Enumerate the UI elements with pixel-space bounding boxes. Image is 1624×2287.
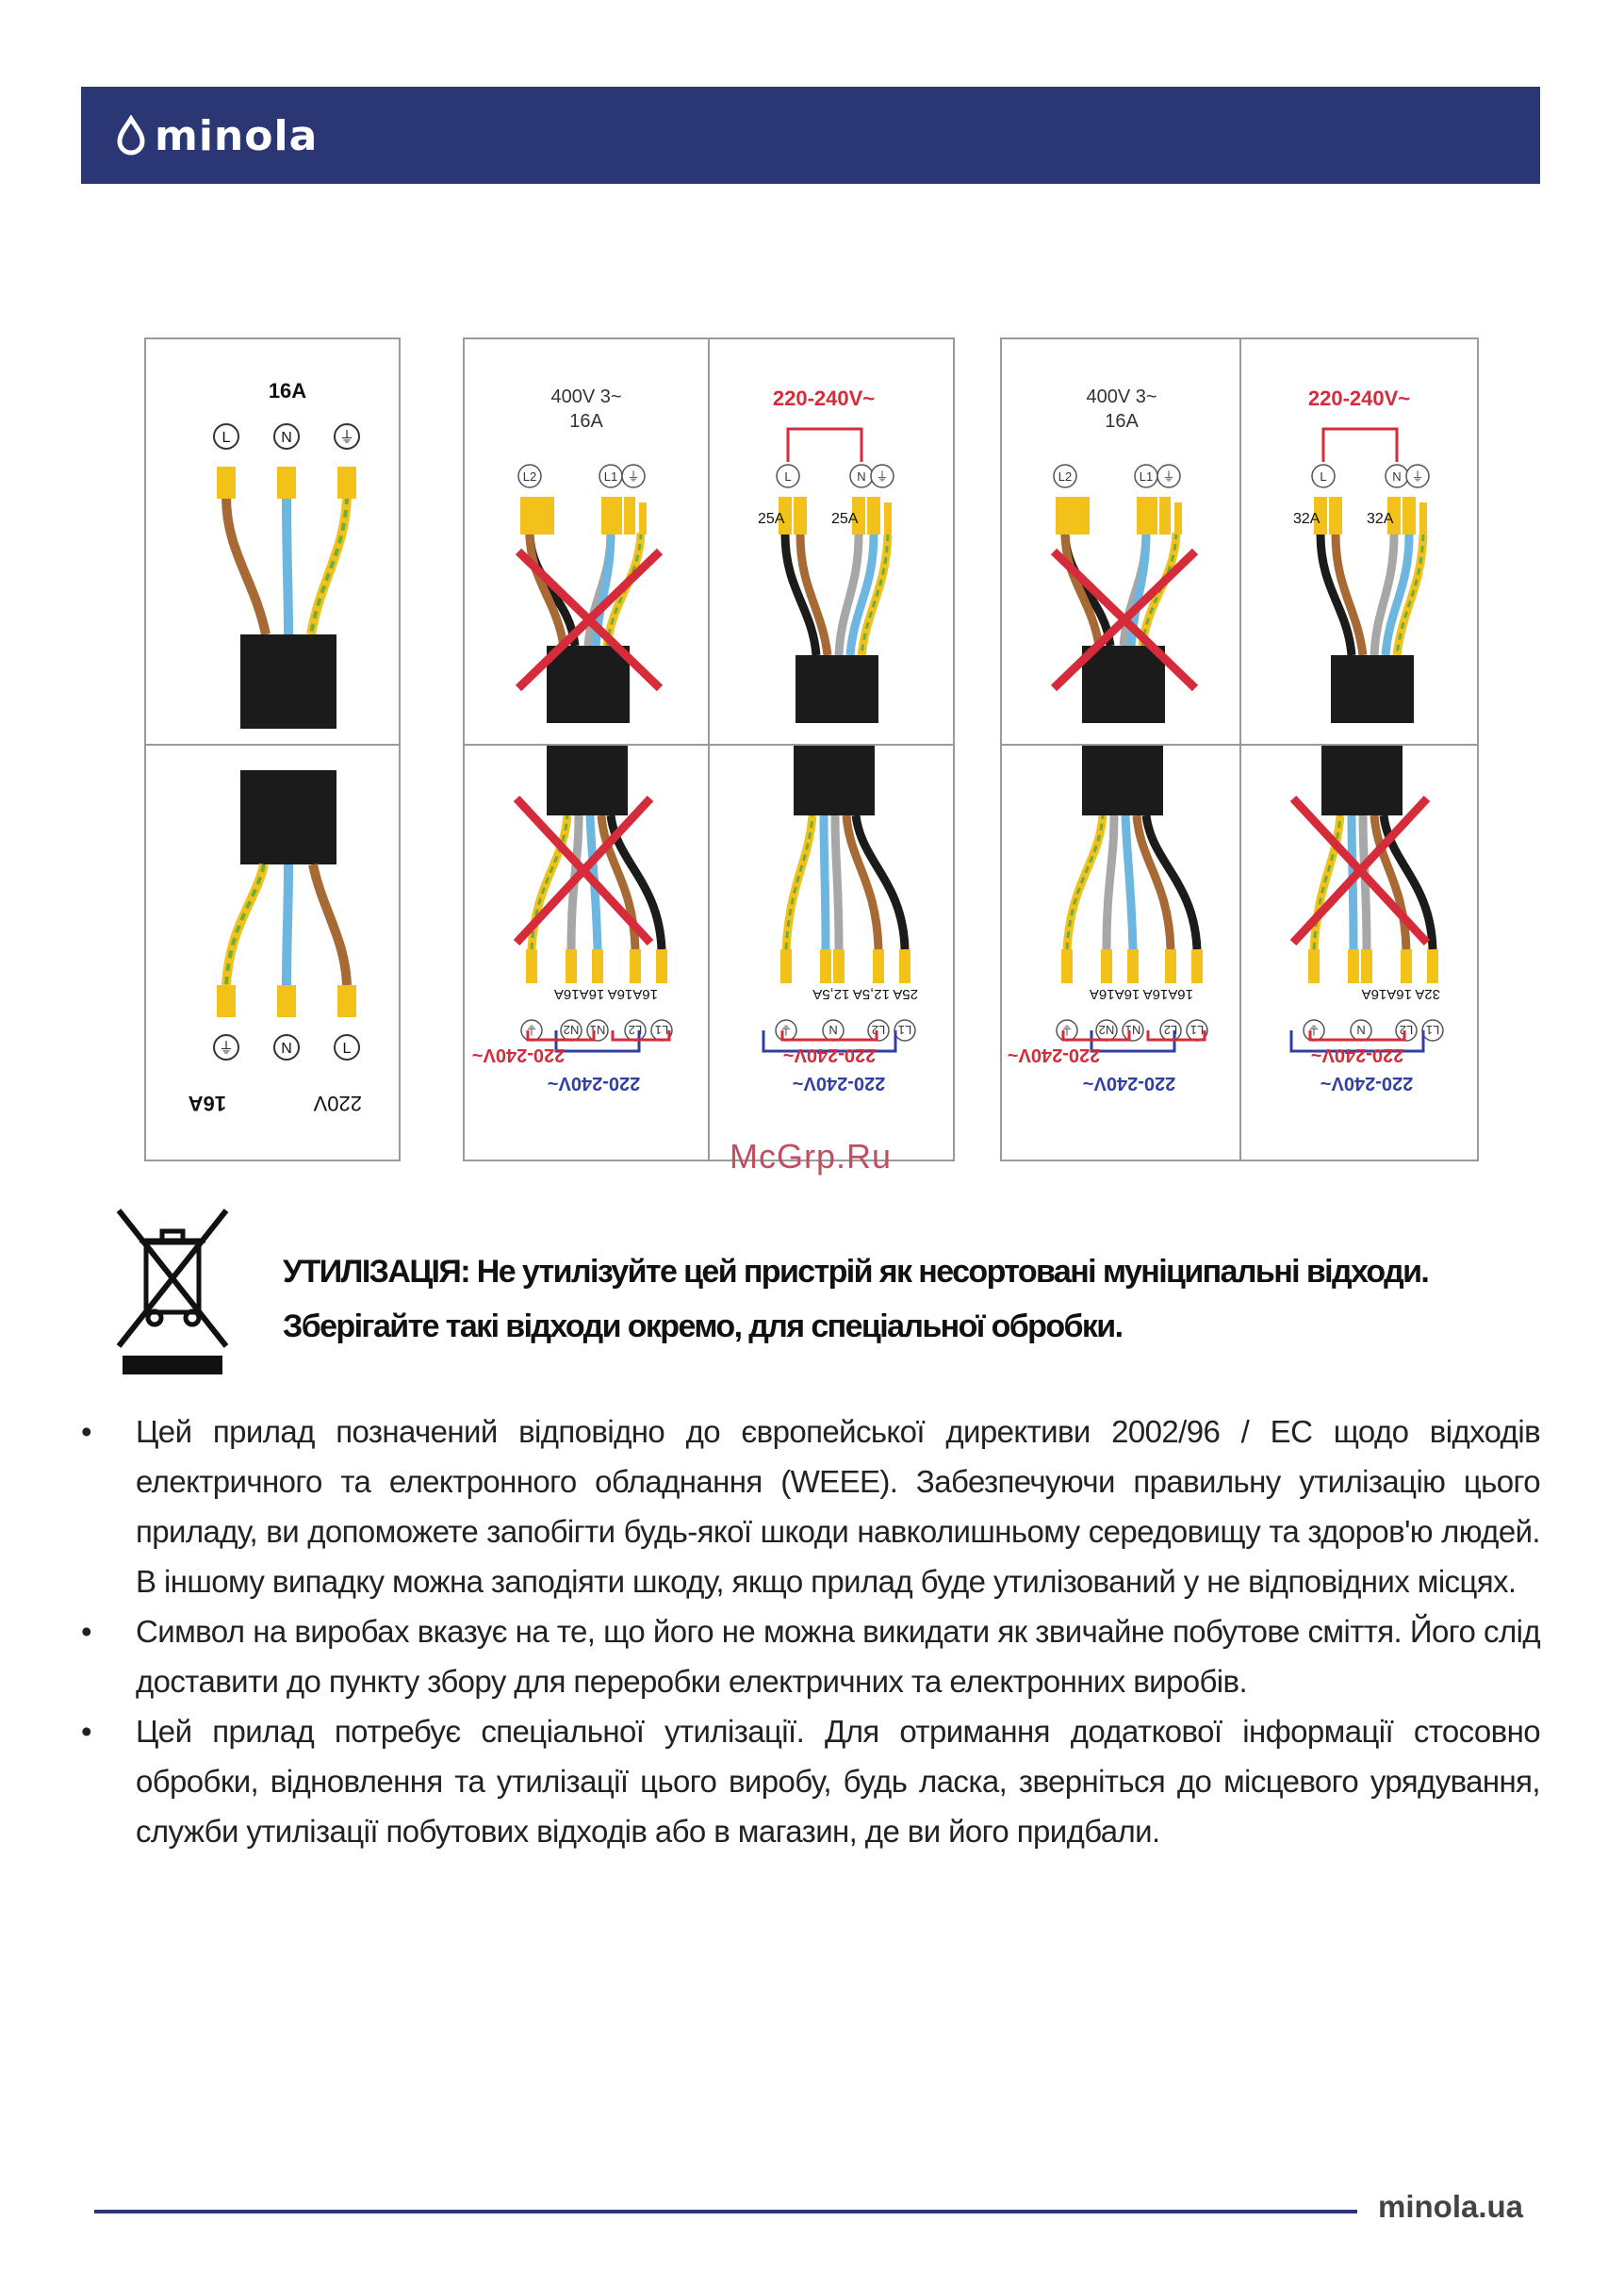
p2-tl-term-3: ⏚ bbox=[627, 469, 639, 484]
p2-bl-brackets: 220-240V~ 220-240V~ bbox=[472, 1030, 671, 1094]
p3-tl-voltage: 400V 3~ bbox=[1086, 387, 1156, 407]
p2-tl-wiring bbox=[515, 497, 664, 723]
p2-br-amps: 25A 12,5A 12,5A bbox=[812, 986, 918, 1002]
bullet-text-3: Цей прилад потребує спеціальної утилізац… bbox=[136, 1714, 1541, 1849]
panel1-term-bot-2: N bbox=[281, 1041, 292, 1057]
p3-tr-amp-1: 32A bbox=[1293, 511, 1321, 527]
footer-rule bbox=[94, 2210, 1357, 2213]
p3-tl-term-2: L1 bbox=[1140, 469, 1153, 484]
panel1-top-label: 16A bbox=[269, 379, 306, 403]
p3-tl-amp: 16A bbox=[1105, 411, 1139, 432]
p2-bl-cross bbox=[513, 795, 654, 946]
disposal-notice: УТИЛІЗАЦІЯ: Не утилізуйте цей пристрій я… bbox=[283, 1244, 1536, 1354]
p3-br-term-4: L1 bbox=[1426, 1023, 1439, 1037]
panel-2: 400V 3~ 16A L2 L1 ⏚ 220-240V~ L N ⏚ bbox=[463, 337, 955, 1161]
panel-3: 400V 3~ 16A L2 L1 ⏚ 220-240V~ L N ⏚ bbox=[1000, 337, 1479, 1161]
bullet-list: • Цей прилад позначений відповідно до єв… bbox=[81, 1407, 1541, 1856]
bullet-text-1: Цей прилад позначений відповідно до євро… bbox=[136, 1414, 1541, 1599]
p3-bl-term-3: N1 bbox=[1125, 1023, 1141, 1037]
p2-br-term-4: L1 bbox=[898, 1023, 911, 1037]
p2-tr-voltage: 220-240V~ bbox=[773, 387, 875, 410]
p3-tr-term-2: N bbox=[1392, 469, 1401, 484]
p2-br-term-2: N bbox=[828, 1023, 837, 1037]
p2-tr-wiring bbox=[779, 497, 893, 723]
p3-br-cross bbox=[1289, 795, 1431, 946]
p3-bl-diagram: L1 L2 N1 N2 ⏚ 16A16A 16A16A bbox=[1056, 746, 1208, 1042]
p3-bl-amps: 16A16A 16A16A bbox=[1090, 986, 1193, 1002]
p3-tr-amp-2: 32A bbox=[1367, 511, 1394, 527]
p3-bl-red: 220-240V~ bbox=[1008, 1045, 1100, 1065]
p3-br-brackets: 220-240V~ 220-240V~ bbox=[1289, 1030, 1425, 1094]
p3-br-red: 220-240V~ bbox=[1311, 1045, 1403, 1065]
p2-tl-term-1: L2 bbox=[523, 469, 536, 484]
p3-bl-brackets: 220-240V~ 220-240V~ bbox=[1008, 1030, 1206, 1094]
p3-br-diagram: L1 L2 N ⏚ 32A 16A16A bbox=[1303, 746, 1444, 1042]
p2-bl-term-5: L1 bbox=[655, 1023, 668, 1037]
p2-bl-term-2: N2 bbox=[564, 1023, 580, 1037]
bullet-mark: • bbox=[81, 1714, 92, 1749]
p3-bl-term-5: L1 bbox=[1190, 1023, 1204, 1037]
p3-tr-term-1: L bbox=[1320, 469, 1326, 484]
p3-br-blue: 220-240V~ bbox=[1321, 1073, 1413, 1094]
p3-tr-wiring bbox=[1314, 497, 1428, 723]
drop-icon bbox=[117, 115, 145, 156]
crossed-bin-icon bbox=[116, 1209, 229, 1374]
p2-tr-term-1: L bbox=[784, 469, 791, 484]
p3-br-amps: 32A 16A16A bbox=[1362, 986, 1440, 1002]
bullet-mark: • bbox=[81, 1414, 92, 1449]
bullet-text-2: Символ на виробах вказує на те, що його … bbox=[136, 1614, 1541, 1699]
p2-tr-term-3: ⏚ bbox=[876, 469, 888, 484]
p3-tl-wiring bbox=[1050, 497, 1199, 723]
brand-name: minola bbox=[155, 111, 319, 160]
panel1-term-top-2: N bbox=[281, 430, 292, 446]
p3-tl-term-3: ⏚ bbox=[1162, 469, 1174, 484]
p2-bl-amps: 16A16A 16A16A bbox=[554, 986, 658, 1002]
panel1-term-bot-1: ⏚ bbox=[219, 1040, 234, 1057]
panel1-bottom-amp: 16A bbox=[189, 1092, 226, 1115]
p2-bl-blue: 220-240V~ bbox=[548, 1073, 640, 1094]
panel1-term-bot-3: L bbox=[343, 1041, 352, 1057]
p2-tr-term-2: N bbox=[857, 469, 865, 484]
p3-tl-term-1: L2 bbox=[1058, 469, 1072, 484]
p2-tl-voltage: 400V 3~ bbox=[550, 387, 621, 407]
panel-1: 16A L N ⏚ ⏚ N bbox=[144, 337, 401, 1161]
wiring-diagrams: 16A L N ⏚ ⏚ N bbox=[144, 337, 1479, 1161]
panel1-term-top-1: L bbox=[222, 430, 231, 446]
header-bar: minola bbox=[81, 87, 1540, 184]
notice-line-2: Зберігайте такі відходи окремо, для спец… bbox=[283, 1308, 1124, 1344]
p2-br-blue: 220-240V~ bbox=[793, 1073, 885, 1094]
panel1-bottom-wiring bbox=[217, 770, 356, 1017]
p2-br-diagram: L1 L2 N ⏚ 25A 12,5A 12,5A bbox=[775, 746, 918, 1042]
p2-br-red: 220-240V~ bbox=[783, 1045, 876, 1065]
panel1-term-top-3: ⏚ bbox=[339, 429, 354, 446]
notice-line-1: УТИЛІЗАЦІЯ: Не утилізуйте цей пристрій я… bbox=[283, 1254, 1430, 1290]
p2-br-term-3: L2 bbox=[872, 1023, 885, 1037]
p3-tr-voltage: 220-240V~ bbox=[1308, 387, 1410, 410]
footer-site-link[interactable]: minola.ua bbox=[1378, 2189, 1524, 2224]
panel1-voltage: 220V bbox=[313, 1092, 362, 1115]
p3-br-term-3: L2 bbox=[1400, 1023, 1413, 1037]
p3-bl-term-2: N2 bbox=[1099, 1023, 1115, 1037]
list-item: • Символ на виробах вказує на те, що йог… bbox=[81, 1606, 1541, 1706]
list-item: • Цей прилад потребує спеціальної утиліз… bbox=[81, 1706, 1541, 1856]
p2-bl-diagram: L1 L2 N1 N2 ⏚ 16A16A 16A16A bbox=[520, 746, 673, 1042]
bullet-mark: • bbox=[81, 1614, 92, 1649]
p2-tr-amp-1: 25A bbox=[758, 511, 785, 527]
p2-tl-term-2: L1 bbox=[604, 469, 617, 484]
p3-br-term-2: N bbox=[1356, 1023, 1365, 1037]
watermark: McGrp.Ru bbox=[730, 1137, 893, 1176]
panel1-top-wiring bbox=[217, 467, 356, 729]
p2-tl-amp: 16A bbox=[569, 411, 603, 432]
p2-bl-red: 220-240V~ bbox=[472, 1045, 565, 1065]
list-item: • Цей прилад позначений відповідно до єв… bbox=[81, 1407, 1541, 1606]
p2-br-brackets: 220-240V~ 220-240V~ bbox=[762, 1030, 897, 1094]
p2-tr-amp-2: 25A bbox=[831, 511, 859, 527]
p2-bl-term-3: N1 bbox=[590, 1023, 606, 1037]
p3-tr-term-3: ⏚ bbox=[1411, 469, 1423, 484]
p3-bl-blue: 220-240V~ bbox=[1083, 1073, 1175, 1094]
brand-logo: minola bbox=[115, 107, 318, 164]
